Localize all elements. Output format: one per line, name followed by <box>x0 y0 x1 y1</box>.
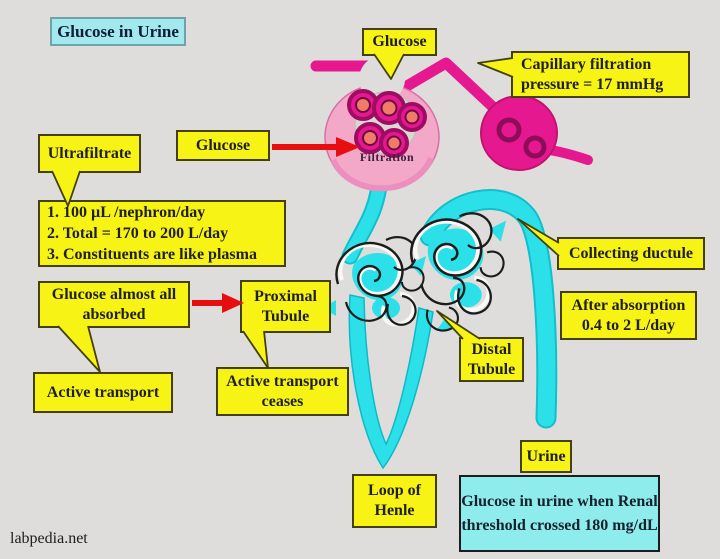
note-renal-threshold: Glucose in urine when Renal threshold cr… <box>459 475 660 552</box>
callout-after-absorption: After absorption 0.4 to 2 L/day <box>560 291 697 340</box>
fact-total: 2. Total = 170 to 200 L/day <box>47 225 229 242</box>
callout-active-transport: Active transport <box>33 372 173 413</box>
proximal-convoluted-squiggle <box>322 236 426 327</box>
callout-glucose-top: Glucose <box>362 28 437 56</box>
fact-constituents: 3. Constituents are like plasma <box>47 246 257 263</box>
fact-volume: 1. 100 µL /nephron/day <box>47 204 206 221</box>
glomerular-capillaries <box>347 89 427 158</box>
peritubular-capillary-knot <box>480 95 558 171</box>
callout-ultrafiltrate: Ultrafiltrate <box>38 134 141 173</box>
loop-of-henle-segment <box>348 294 434 470</box>
callout-proximal-tubule: Proximal Tubule <box>240 280 331 333</box>
callout-distal-tubule: Distal Tubule <box>459 337 524 382</box>
callout-glucose-absorbed: Glucose almost all absorbed <box>38 281 190 328</box>
callout-collecting-ductule: Collecting ductule <box>557 237 705 270</box>
callout-ultrafiltrate-facts: 1. 100 µL /nephron/day 2. Total = 170 to… <box>38 200 286 267</box>
callout-active-transport-ceases: Active transport ceases <box>216 367 349 416</box>
watermark: labpedia.net <box>10 530 88 547</box>
page-title: Glucose in Urine <box>50 17 186 46</box>
callout-urine: Urine <box>520 440 572 473</box>
filtration-label: Filtration <box>359 150 415 164</box>
callout-glucose-left: Glucose <box>176 130 270 161</box>
callout-loop-of-henle: Loop of Henle <box>352 474 437 528</box>
callout-capillary-pressure: Capillary filtration pressure = 17 mmHg <box>511 51 690 98</box>
